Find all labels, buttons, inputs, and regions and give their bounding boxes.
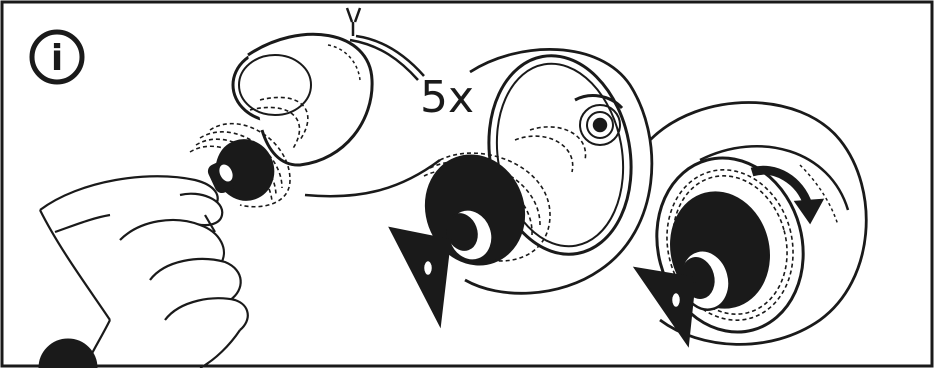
bracket-middle — [388, 226, 452, 329]
hand-drawing — [39, 175, 249, 369]
bracket-right — [632, 266, 697, 348]
lamp-knob-middle — [446, 208, 494, 262]
bulb-dashed — [189, 96, 309, 208]
left-scene — [39, 7, 441, 369]
info-icon: i — [29, 29, 85, 85]
lamp-housing — [231, 32, 374, 167]
next-step-icon-partial — [38, 338, 98, 369]
info-icon-glyph: i — [51, 38, 63, 79]
right-scene — [632, 101, 868, 348]
rotate-arrow-icon — [750, 165, 825, 225]
middle-scene — [388, 48, 654, 329]
socket-pins — [574, 94, 624, 146]
repeat-count-label: 5x — [420, 72, 474, 123]
hook-icon — [345, 7, 362, 36]
